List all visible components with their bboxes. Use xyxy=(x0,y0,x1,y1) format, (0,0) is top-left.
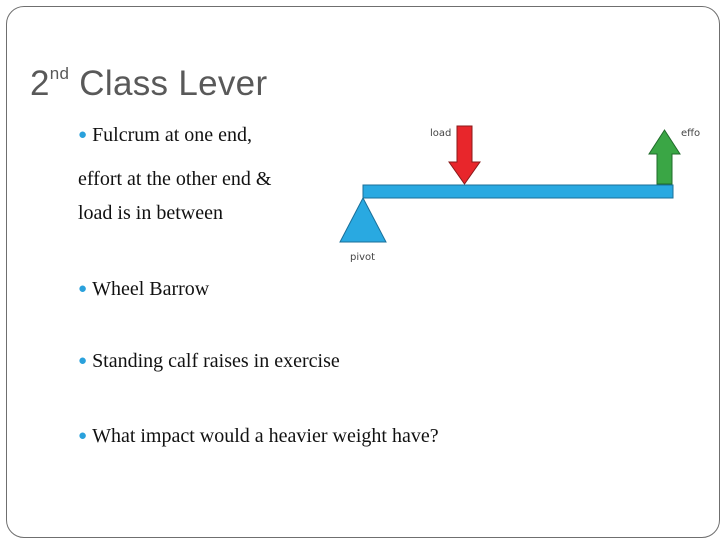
pivot-label: pivot xyxy=(350,252,375,263)
bullet-icon: ● xyxy=(78,127,88,143)
bullet-item-1-line-2: effort at the other end & xyxy=(78,168,272,190)
bullet-item-4: ●What impact would a heavier weight have… xyxy=(78,425,439,447)
title-superscript: nd xyxy=(49,64,70,84)
lever-beam xyxy=(362,184,674,199)
bullet-icon: ● xyxy=(78,281,88,297)
title-main: 2 xyxy=(30,64,50,103)
bullet-icon: ● xyxy=(78,353,88,369)
slide-title: 2nd Class Lever xyxy=(30,64,267,104)
bullet-item-1-line-1: ●Fulcrum at one end, xyxy=(78,124,253,146)
bullet-item-3: ●Standing calf raises in exercise xyxy=(78,350,340,372)
bullet-icon: ● xyxy=(78,428,88,444)
pivot-triangle-icon xyxy=(339,196,387,243)
slide-frame xyxy=(6,6,720,538)
load-label: load xyxy=(430,128,451,139)
bullet-item-2: ●Wheel Barrow xyxy=(78,278,210,300)
lever-diagram: load effort pivot xyxy=(339,125,700,263)
load-arrow-icon xyxy=(448,125,481,185)
bullet-item-1-line-3: load is in between xyxy=(78,202,223,224)
effort-label: effort xyxy=(681,128,700,139)
title-rest: Class Lever xyxy=(69,64,268,103)
effort-arrow-icon xyxy=(648,129,681,185)
